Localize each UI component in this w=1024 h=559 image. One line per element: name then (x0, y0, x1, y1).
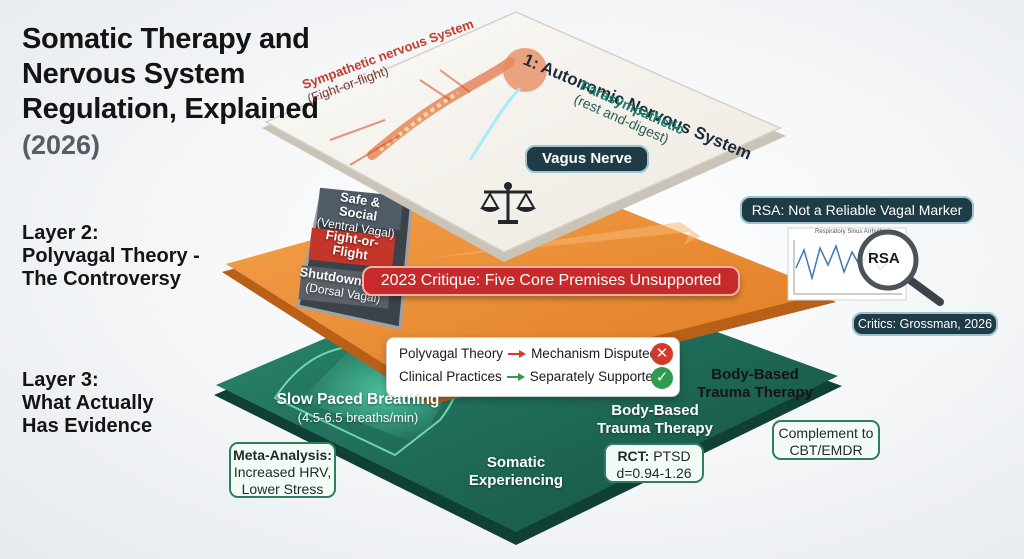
layer2-label-line2: Polyvagal Theory - (22, 245, 200, 267)
rct-label: PTSD (653, 448, 691, 464)
brain-graphic (503, 48, 547, 92)
complement-line2: CBT/EMDR (789, 442, 863, 458)
rct-box: RCT: PTSD d=0.94-1.26 (604, 443, 704, 483)
layer3-label-line3: Has Evidence (22, 415, 153, 437)
green-arrow-icon (506, 372, 525, 381)
red-arrow-icon (508, 349, 527, 358)
breathing-label: Slow Paced Breathing (4.5-6.5 breaths/mi… (268, 391, 448, 427)
body-based-right-label: Body-Based Trauma Therapy (680, 366, 830, 402)
verdict-row1-left: Polyvagal Theory (399, 346, 504, 361)
body-based-center-label: Body-Based Trauma Therapy (580, 402, 730, 438)
meta-analysis-box: Meta-Analysis: Increased HRV, Lower Stre… (229, 442, 336, 498)
vertebrae-graphic (378, 91, 460, 152)
body-based-right-line2: Trauma Therapy (697, 384, 813, 401)
vagus-nerve-pill: Vagus Nerve (525, 145, 649, 173)
layer3-label-line2: What Actually (22, 392, 154, 414)
check-circle-icon: ✓ (651, 367, 673, 389)
breathing-sub: (4.5-6.5 breaths/min) (297, 410, 419, 425)
rct-effect: d=0.94-1.26 (616, 465, 692, 481)
body-based-center-line1: Body-Based (611, 402, 699, 419)
meta-analysis-line1: Increased HRV, (233, 464, 332, 480)
rsa-title-pill: RSA: Not a Reliable Vagal Marker (740, 196, 974, 224)
rct-title: RCT: (617, 448, 650, 464)
title-year: (2026) (22, 130, 101, 160)
critique-banner: 2023 Critique: Five Core Premises Unsupp… (362, 266, 740, 296)
title-line-2: Nervous System (22, 58, 246, 90)
meta-analysis-line2: Lower Stress (241, 481, 324, 497)
verdict-row1-right: Mechanism Disputed (531, 346, 658, 361)
verdict-row2-left: Clinical Practices (399, 369, 502, 384)
verdict-box: Polyvagal Theory Mechanism Disputed Clin… (386, 337, 680, 397)
critics-pill: Critics: Grossman, 2026 (852, 312, 998, 336)
somatic-line1: Somatic (486, 454, 546, 471)
magnifying-glass-icon (857, 229, 944, 306)
title-block: Somatic Therapy and Nervous System Regul… (22, 22, 322, 163)
rct-line1: RCT: PTSD (606, 448, 702, 465)
body-based-center-line2: Trauma Therapy (597, 420, 713, 437)
rsa-magnifier-label: RSA (868, 250, 900, 267)
complement-line1: Complement to (778, 425, 874, 441)
layer2-label: Layer 2: Polyvagal Theory - The Controve… (22, 222, 200, 291)
verdict-row-1: Polyvagal Theory Mechanism Disputed (399, 346, 657, 361)
verdict-row-2: Clinical Practices Separately Supported (399, 369, 660, 384)
vagus-path-graphic (468, 86, 522, 161)
meta-analysis-title: Meta-Analysis: (233, 447, 332, 463)
somatic-experiencing-label: Somatic Experiencing (446, 454, 586, 490)
body-based-right-line1: Body-Based (711, 366, 799, 383)
rsa-chart-caption: Respiratory Sinus Arrhythmia (815, 229, 893, 235)
balance-scale-icon (480, 182, 536, 224)
layer2-label-line3: The Controversy (22, 268, 181, 290)
title-line-1: Somatic Therapy and (22, 23, 310, 55)
somatic-line2: Experiencing (468, 472, 564, 489)
title-line-3: Regulation, Explained (22, 93, 319, 125)
breathing-title: Slow Paced Breathing (276, 391, 440, 408)
layer2-label-line1: Layer 2: (22, 222, 99, 244)
x-circle-icon: ✕ (651, 343, 673, 365)
complement-box: Complement to CBT/EMDR (772, 420, 880, 460)
layer3-label: Layer 3: What Actually Has Evidence (22, 369, 154, 438)
verdict-row2-right: Separately Supported (529, 369, 661, 384)
layer1-platform (262, 11, 786, 262)
layer3-label-line1: Layer 3: (22, 369, 99, 391)
